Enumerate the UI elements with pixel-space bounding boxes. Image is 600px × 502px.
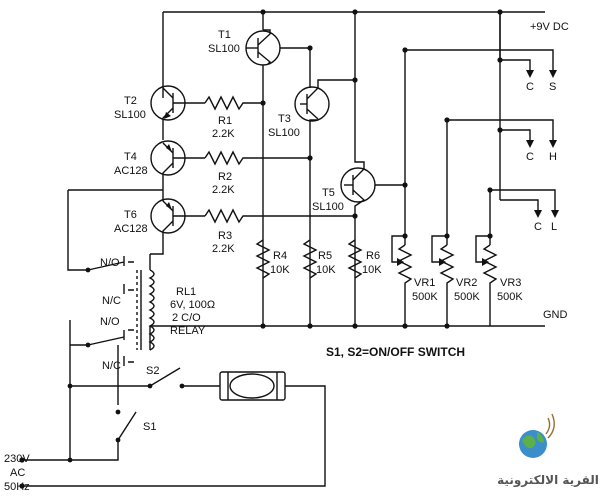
preset-vr3 (475, 190, 498, 326)
t1-ref: T1 (218, 29, 231, 41)
t2-type: SL100 (114, 109, 146, 121)
mains-voltage: 230V (4, 453, 30, 465)
t5-ref: T5 (322, 187, 335, 199)
switch-note: S1, S2=ON/OFF SWITCH (326, 345, 465, 359)
probe-h-common: C (526, 151, 534, 163)
probe-l-level: L (551, 221, 557, 233)
resistor-r2 (204, 150, 313, 166)
r6-value: 10K (362, 264, 382, 276)
t2-ref: T2 (124, 95, 137, 107)
r6-ref: R6 (366, 250, 380, 262)
s2-label: S2 (146, 365, 159, 377)
resistor-r6 (347, 239, 363, 279)
probe-common-lines (497, 12, 542, 218)
t1-type: SL100 (208, 43, 240, 55)
preset-vr2 (431, 120, 455, 326)
transistor-t6 (150, 196, 205, 255)
transistor-t5 (340, 77, 405, 326)
transistor-t1 (245, 29, 313, 326)
relay-coil (136, 254, 155, 351)
t3-ref: T3 (278, 113, 291, 125)
t5-type: SL100 (312, 201, 344, 213)
r2-ref: R2 (218, 171, 232, 183)
t3-type: SL100 (268, 127, 300, 139)
relay-nc-lower: N/C (102, 360, 121, 372)
s1-label: S1 (143, 421, 156, 433)
preset-vr1 (391, 50, 413, 326)
r3-ref: R3 (218, 230, 232, 242)
probe-h-level: H (549, 151, 557, 163)
r5-ref: R5 (318, 250, 332, 262)
probe-l-common: C (534, 221, 542, 233)
resistor-r4 (255, 239, 271, 279)
relay-nc-upper: N/C (102, 295, 121, 307)
ground-label: GND (543, 309, 568, 321)
vr2-value: 500K (454, 291, 480, 303)
resistor-r3 (204, 208, 358, 224)
motor (219, 371, 286, 401)
t4-type: AC128 (114, 165, 148, 177)
vr3-value: 500K (497, 291, 523, 303)
ground-rail (150, 323, 545, 329)
supply-label: +9V DC (530, 21, 569, 33)
mains-type: AC (10, 467, 25, 479)
logo-icon (519, 413, 555, 458)
relay-type: RELAY (170, 325, 206, 337)
resistor-r1 (204, 95, 266, 111)
vr2-ref: VR2 (456, 277, 477, 289)
relay-contacts-lower (70, 329, 134, 366)
mains-frequency: 50Hz (4, 481, 30, 493)
transistor-t4 (150, 140, 205, 196)
r4-value: 10K (270, 264, 290, 276)
switch-s1[interactable] (115, 409, 137, 443)
t4-ref: T4 (124, 151, 137, 163)
relay-no-lower: N/O (100, 316, 120, 328)
t6-type: AC128 (114, 223, 148, 235)
relay-spec: 6V, 100Ω (170, 299, 215, 311)
probe-level-lines (402, 47, 559, 218)
relay-contacts: 2 C/O (172, 312, 201, 324)
resistor-r5 (302, 239, 318, 279)
relay-no-upper: N/O (100, 257, 120, 269)
transistor-t2 (150, 85, 205, 140)
vr1-value: 500K (412, 291, 438, 303)
vr3-ref: VR3 (500, 277, 521, 289)
t6-ref: T6 (124, 209, 137, 221)
probe-s-common: C (526, 81, 534, 93)
transistor-t3 (294, 48, 355, 326)
relay-contacts-upper (67, 189, 163, 294)
mains-wiring (19, 320, 326, 489)
r1-ref: R1 (218, 115, 232, 127)
r2-value: 2.2K (212, 184, 235, 196)
switch-s2[interactable] (147, 367, 185, 389)
relay-ref: RL1 (176, 286, 196, 298)
r3-value: 2.2K (212, 243, 235, 255)
r5-value: 10K (316, 264, 336, 276)
r1-value: 2.2K (212, 128, 235, 140)
r4-ref: R4 (273, 250, 287, 262)
vr1-ref: VR1 (414, 277, 435, 289)
probe-s-level: S (549, 81, 556, 93)
logo-text: القرية الالكترونية (497, 473, 599, 488)
